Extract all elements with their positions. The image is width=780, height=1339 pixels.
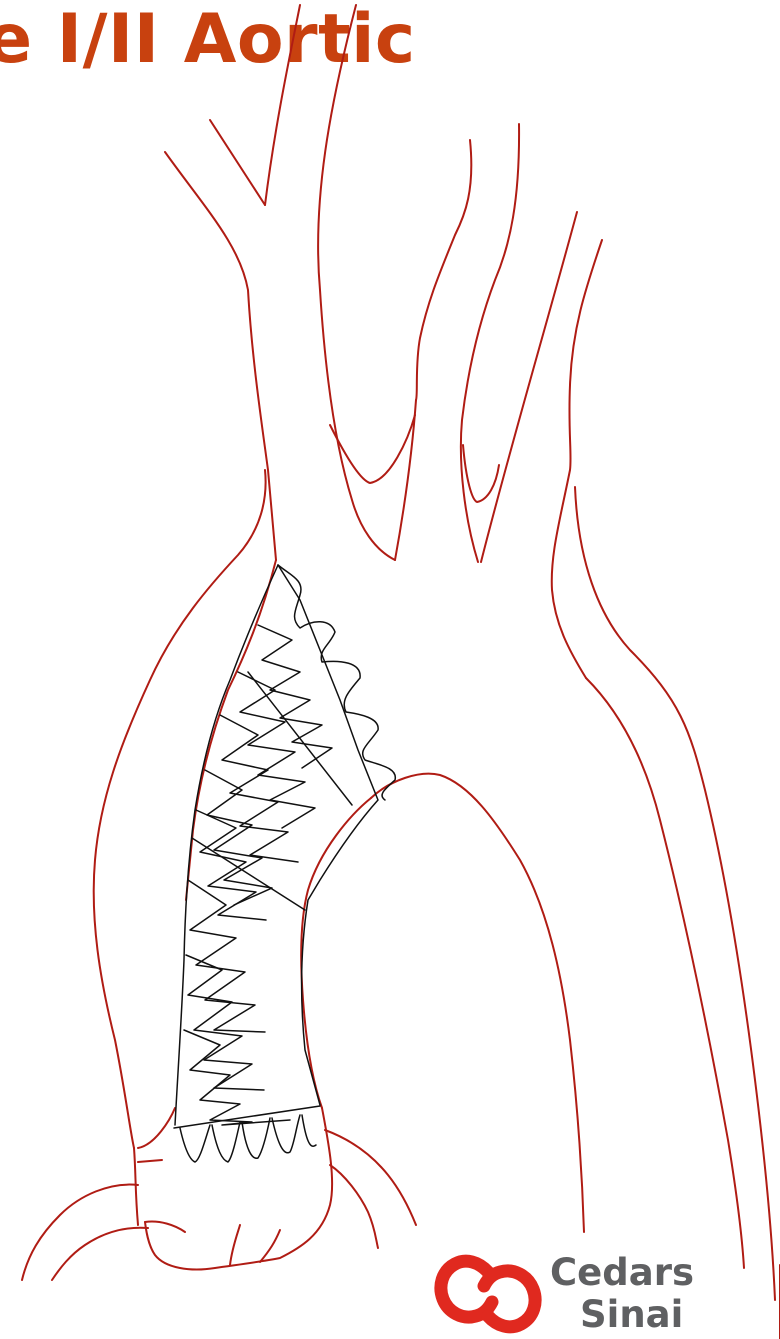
stent-ring-8 xyxy=(184,1030,290,1125)
left-coronary-upper xyxy=(325,1130,416,1225)
descending-aorta-inner-upper xyxy=(552,240,602,678)
right-coronary-upper xyxy=(22,1185,138,1280)
logo-text-cedars: Cedars xyxy=(550,1254,694,1291)
root-short-segment xyxy=(138,1160,162,1162)
descending-aorta-inner-wall xyxy=(586,678,744,1268)
inner-arch-lower xyxy=(301,798,371,1108)
left-subclavian-notch xyxy=(463,445,499,502)
stent-ring-2 xyxy=(238,672,315,828)
ascending-aorta-inner-wall xyxy=(186,560,276,900)
aorta-vessel-outline xyxy=(22,5,780,1339)
innominate-right-wall xyxy=(265,5,300,205)
left-coronary-lower xyxy=(330,1165,378,1248)
right-coronary-lower xyxy=(52,1228,148,1280)
cedars-sinai-logo-mark-icon xyxy=(432,1252,544,1336)
aortic-valve-leaflet-2 xyxy=(230,1225,240,1265)
aortic-root-left xyxy=(134,1148,138,1225)
aortic-valve-leaflet-1 xyxy=(145,1222,185,1232)
aortic-valve-leaflet-3 xyxy=(260,1230,280,1262)
graft-right-edge xyxy=(278,565,378,1105)
aortic-root-base xyxy=(138,1108,175,1148)
descending-aorta-outer-wall xyxy=(575,487,775,1300)
stent-graft xyxy=(174,565,395,1162)
aortic-root-right xyxy=(145,1108,332,1269)
stent-ring-3 xyxy=(220,715,298,862)
stent-ring-1 xyxy=(258,625,332,768)
innominate-upper-branch xyxy=(210,120,265,205)
logo-text-sinai: Sinai xyxy=(580,1296,683,1333)
stent-ring-5 xyxy=(196,810,266,920)
inner-arch-curve xyxy=(371,774,584,1232)
graft-proximal-crown xyxy=(278,565,395,800)
innominate-left-wall xyxy=(165,152,276,560)
stent-ring-4 xyxy=(205,770,272,905)
stent-ring-6 xyxy=(188,880,265,1032)
cedars-sinai-logo: Cedars Sinai xyxy=(432,1252,732,1336)
left-subclavian-left-wall xyxy=(416,140,471,400)
graft-left-edge xyxy=(175,565,278,1125)
left-carotid-notch xyxy=(330,415,415,483)
